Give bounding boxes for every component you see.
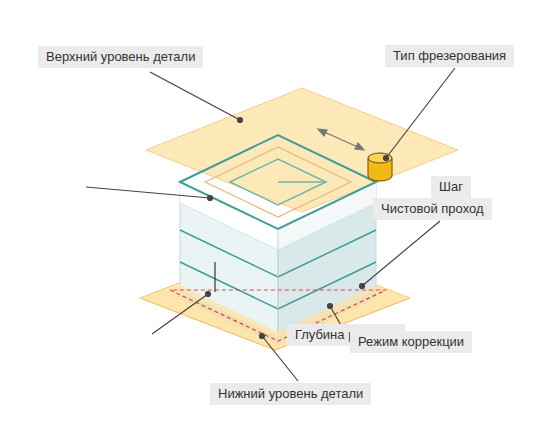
callout-label: Верхний уровень детали <box>46 49 195 65</box>
cutter-symbol <box>368 153 392 181</box>
top-plane <box>146 88 458 212</box>
callout-label: Чистовой проход <box>381 201 484 217</box>
callout-box: Нижний уровень детали <box>210 383 371 405</box>
callout-box: Шаг <box>431 176 471 198</box>
depth-marker <box>214 262 215 292</box>
callout-box: Режим коррекции <box>350 331 472 353</box>
callout-label: Режим коррекции <box>358 334 464 350</box>
callout-label: Нижний уровень детали <box>218 386 363 402</box>
callout-label: Шаг <box>439 179 463 195</box>
toolpath-outer <box>180 135 376 229</box>
toolpath-inner <box>230 159 326 205</box>
callout-label: Тип фрезерования <box>393 48 506 64</box>
motion-arrow <box>318 129 364 150</box>
callout-box: Чистовой проход <box>373 198 492 220</box>
callout-box: Верхний уровень детали <box>38 46 203 68</box>
callout-box: Тип фрезерования <box>385 45 514 67</box>
